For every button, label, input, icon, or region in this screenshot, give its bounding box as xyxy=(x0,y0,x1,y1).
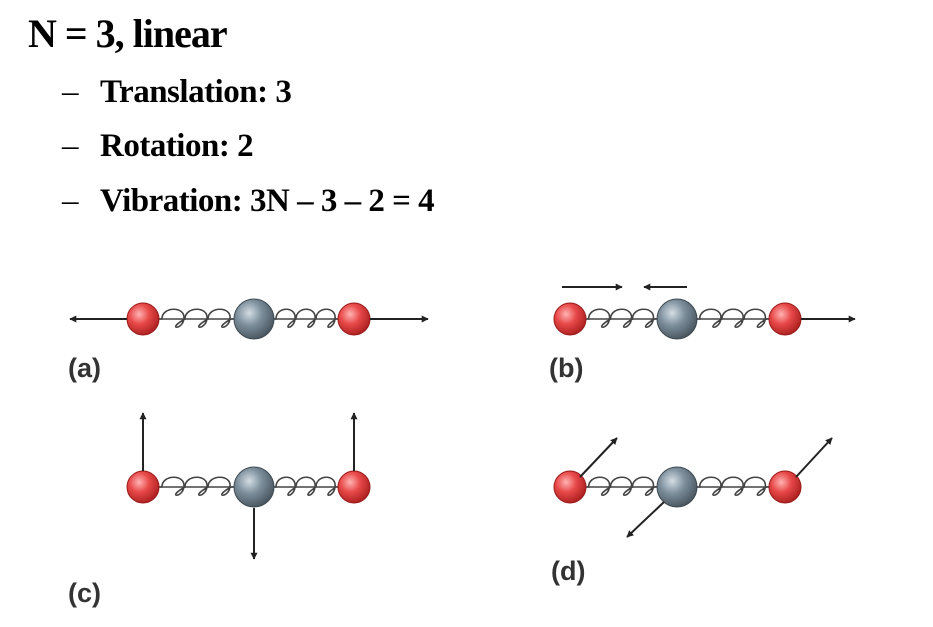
outer-atom xyxy=(553,470,587,504)
outer-atom xyxy=(768,470,802,504)
outer-atom xyxy=(126,302,160,336)
spring xyxy=(582,308,661,329)
spring xyxy=(155,308,238,329)
outer-atom xyxy=(553,302,587,336)
molecule xyxy=(553,298,802,340)
center-atom xyxy=(233,466,275,508)
panel-label-b: (b) xyxy=(549,353,583,383)
center-atom xyxy=(656,298,698,340)
bullet-vibration: – Vibration: 3N – 3 – 2 = 4 xyxy=(62,183,435,220)
spring xyxy=(270,308,342,329)
center-atom xyxy=(233,298,275,340)
panel-label-c: (c) xyxy=(68,578,101,608)
panel-label-a: (a) xyxy=(68,353,101,383)
molecule xyxy=(126,298,371,340)
molecule xyxy=(126,466,371,508)
outer-atom xyxy=(126,470,160,504)
outer-atom xyxy=(768,302,802,336)
bullet-rotation: – Rotation: 2 xyxy=(62,128,254,165)
outer-atom xyxy=(337,302,371,336)
bullet-dash: – xyxy=(62,74,79,110)
slide-title: N = 3, linear xyxy=(28,11,228,56)
outer-atom xyxy=(337,470,371,504)
bullet-text: Rotation: 2 xyxy=(100,128,254,164)
spring xyxy=(270,476,342,497)
spring xyxy=(693,476,773,497)
molecule xyxy=(553,466,802,508)
motion-arrow xyxy=(795,437,833,478)
spring xyxy=(155,476,238,497)
motion-arrow xyxy=(626,501,665,538)
spring xyxy=(582,476,661,497)
center-atom xyxy=(656,466,698,508)
bullet-text: Vibration: 3N – 3 – 2 = 4 xyxy=(100,183,435,219)
bullet-dash: – xyxy=(62,128,79,164)
motion-arrow xyxy=(579,437,618,478)
bullet-translation: – Translation: 3 xyxy=(62,74,292,111)
bullet-text: Translation: 3 xyxy=(100,74,292,110)
spring xyxy=(693,308,773,329)
bullet-dash: – xyxy=(62,183,79,219)
panel-label-d: (d) xyxy=(551,556,585,586)
